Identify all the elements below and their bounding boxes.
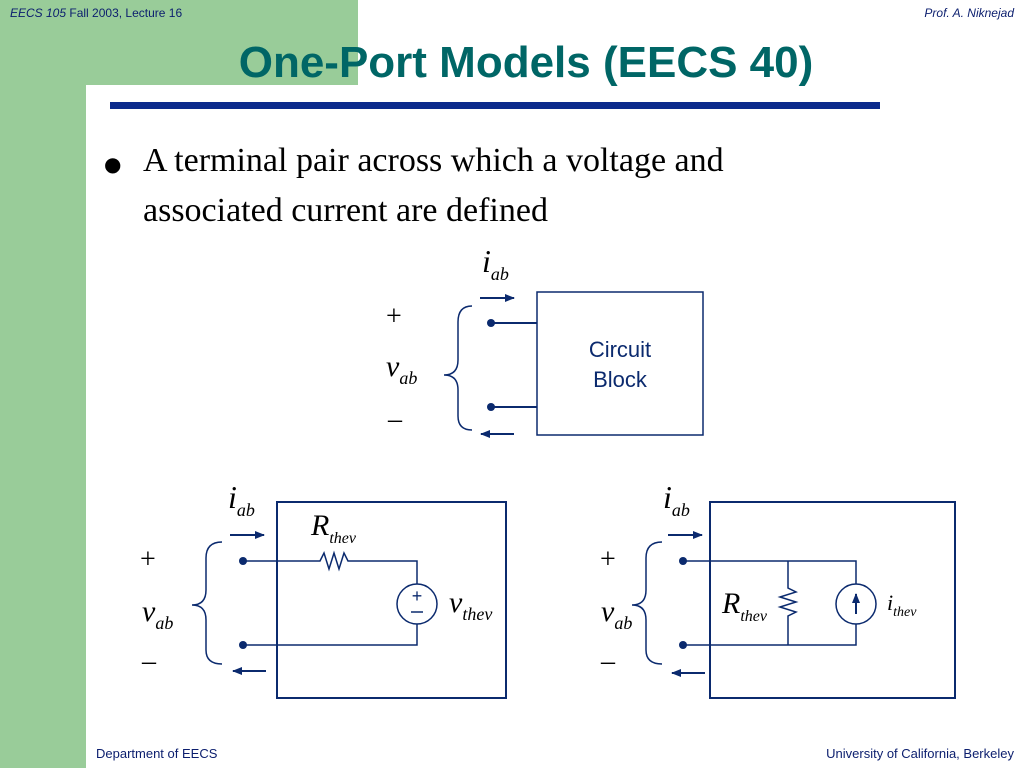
top-plus: +: [386, 301, 402, 332]
footer-department: Department of EECS: [96, 746, 218, 761]
top-i-label: iab: [482, 243, 509, 284]
header-author: Prof. A. Niknejad: [924, 6, 1014, 20]
left-green-band: [0, 0, 86, 768]
norton-box: [709, 501, 956, 699]
thevenin-diagram: iab + vab – + Rthev vthev: [140, 479, 507, 699]
norton-bottom-wire: [683, 624, 857, 646]
footer-university: University of California, Berkeley: [826, 746, 1014, 761]
norton-brace: [631, 541, 663, 665]
circuit-block-label-2: Block: [593, 367, 648, 392]
ithev-label: ithev: [887, 590, 917, 620]
thev-plus: +: [140, 544, 156, 575]
bullet-text: A terminal pair across which a voltage a…: [143, 142, 724, 229]
norton-diagram: iab + vab – Rthev ithev: [600, 479, 956, 699]
title-rule: [110, 102, 880, 109]
circuit-block: [536, 291, 704, 436]
thev-i-label: iab: [228, 479, 255, 520]
thev-minus: –: [141, 646, 157, 677]
slide-title: One-Port Models (EECS 40): [238, 38, 814, 87]
bullet-dot: ●: [104, 152, 122, 176]
top-green-band: [86, 0, 358, 85]
norton-v-label: vab: [601, 595, 632, 633]
course-code: EECS 105: [10, 6, 67, 20]
header-course: EECS 105 Fall 2003, Lecture 16: [10, 6, 182, 20]
thev-resistor-wire: [243, 550, 418, 584]
norton-minus: –: [600, 646, 616, 677]
thev-brace: [191, 541, 223, 665]
circuit-block-label-1: Circuit: [589, 337, 651, 362]
thev-box: [276, 501, 507, 699]
norton-i-label: iab: [663, 479, 690, 520]
thev-bottom-wire: [243, 624, 418, 646]
norton-plus: +: [600, 544, 616, 575]
norton-rthev-label: Rthev: [721, 587, 768, 625]
vthev-label: vthev: [449, 586, 492, 624]
vsource-plus: +: [412, 586, 423, 606]
rthev-label: Rthev: [310, 509, 357, 547]
top-v-label: vab: [386, 350, 417, 388]
top-brace: [443, 305, 473, 431]
course-term: Fall 2003, Lecture 16: [69, 6, 183, 20]
norton-top-wire: [683, 560, 857, 584]
one-port-block-diagram: iab + vab – Circuit Block: [386, 243, 704, 438]
norton-resistor: [777, 561, 799, 645]
top-minus: –: [387, 404, 403, 435]
thev-v-label: vab: [142, 595, 173, 633]
